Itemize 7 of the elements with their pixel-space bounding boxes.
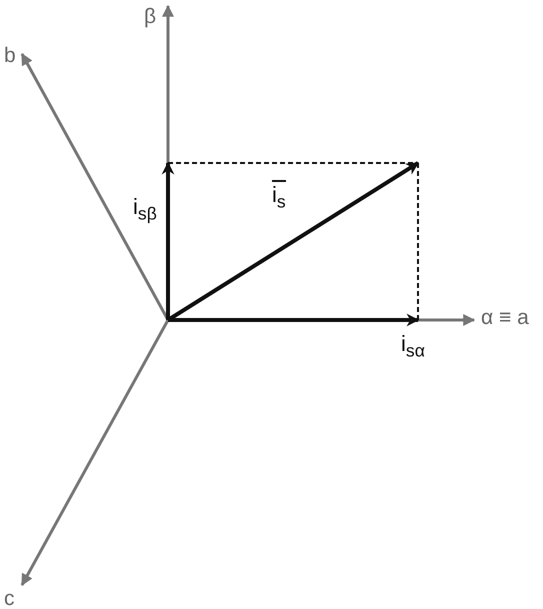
axis-label: c [4,588,14,609]
vector-label: i$_{s}$ [272,180,286,211]
axis-label: β [144,6,156,27]
axis-label: b [4,45,16,66]
axis-label: α ≡ a [481,307,529,328]
vector-label: i$_{sβ}$ [133,196,157,223]
vector-label: i$_{sα}$ [401,333,425,360]
